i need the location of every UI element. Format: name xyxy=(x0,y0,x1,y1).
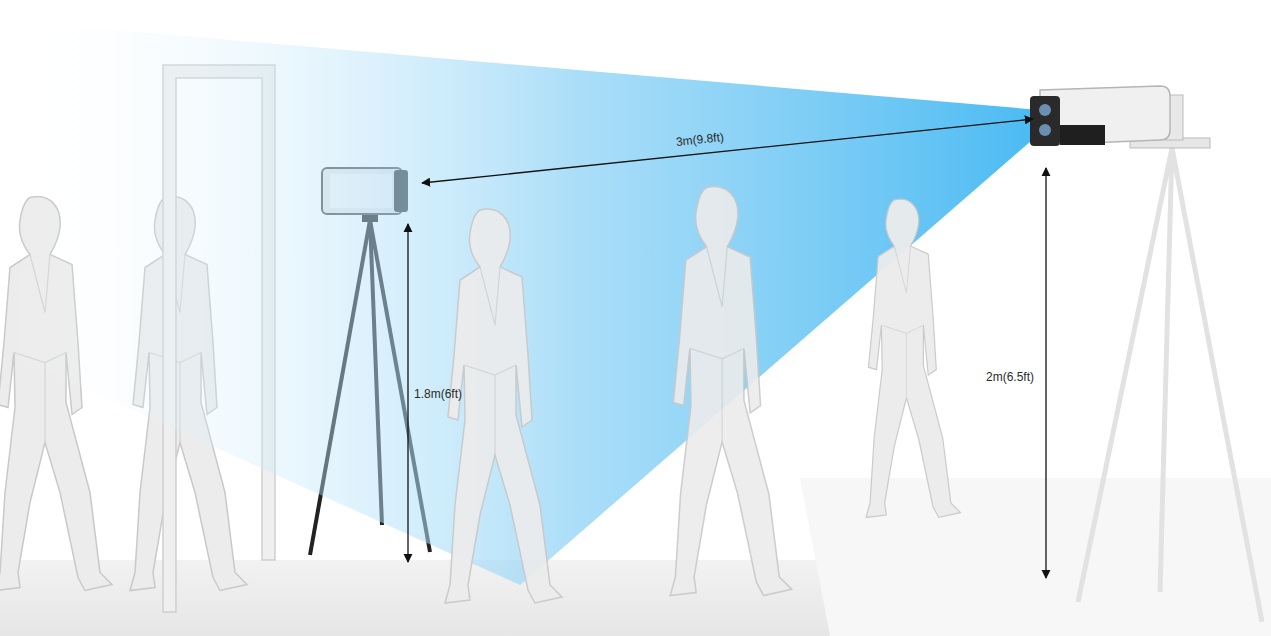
camera-tripod xyxy=(1078,138,1262,622)
person xyxy=(866,199,961,517)
dimension-label: 1.8m(6ft) xyxy=(414,387,462,401)
person xyxy=(670,186,792,595)
person xyxy=(445,209,562,603)
dimension-label: 2m(6.5ft) xyxy=(986,370,1034,384)
thermal-camera xyxy=(1030,86,1183,146)
dimension-lines xyxy=(408,119,1046,578)
